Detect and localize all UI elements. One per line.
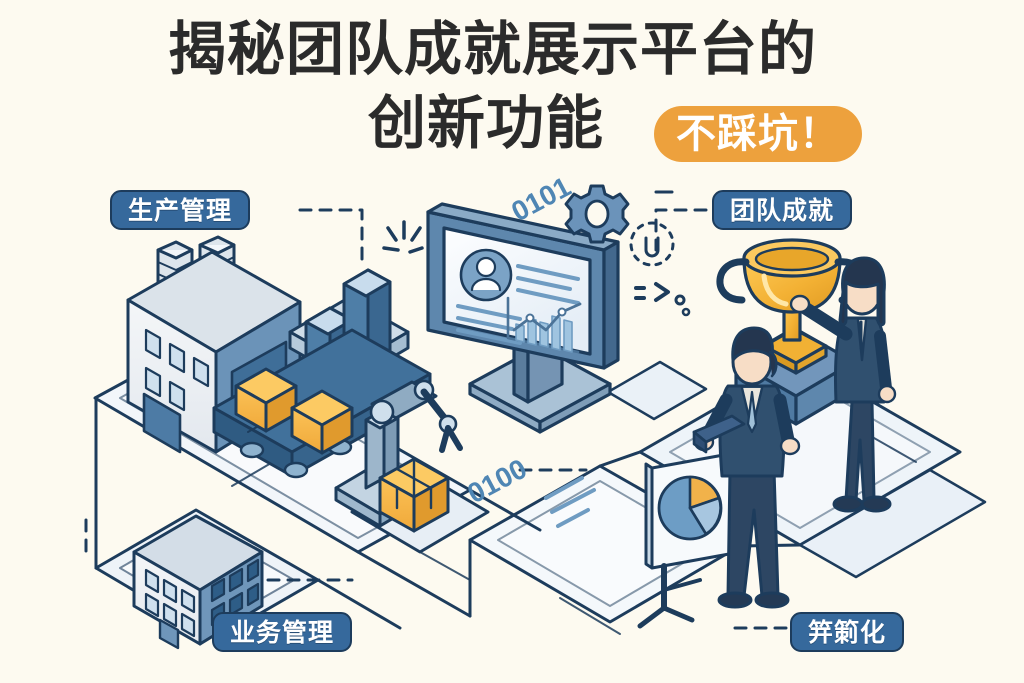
page-title-line-2: 创新功能 xyxy=(368,91,605,156)
title-badge: 不踩坑！ xyxy=(654,106,862,162)
connector-team xyxy=(654,208,708,252)
binary-label-0100: 0100 xyxy=(462,453,532,510)
woman-presenter xyxy=(789,256,897,513)
svg-text:0100: 0100 xyxy=(462,453,532,510)
parcel-box xyxy=(290,389,354,455)
node-label-strategy[interactable]: 笄箣化 xyxy=(790,612,905,652)
gear-icon xyxy=(564,184,630,244)
man-analyst xyxy=(692,326,801,609)
office-building xyxy=(132,514,264,650)
monitor xyxy=(426,202,620,434)
svg-text:0101: 0101 xyxy=(506,171,576,228)
node-label-team[interactable]: 团队成就 xyxy=(712,190,853,230)
binary-label-0101: 0101 xyxy=(506,171,576,228)
node-label-production[interactable]: 生产管理 xyxy=(110,190,251,230)
dashed-connectors xyxy=(84,208,788,630)
parcel-box xyxy=(378,457,450,533)
spark-icon xyxy=(382,220,424,254)
easel-pie-chart xyxy=(637,450,742,629)
tech-marks xyxy=(629,190,691,317)
connector-production xyxy=(298,208,364,270)
page-title-line-1: 揭秘团队成就展示平台的 xyxy=(168,17,818,82)
pie-chart xyxy=(657,475,723,541)
node-label-business[interactable]: 业务管理 xyxy=(212,612,353,652)
parcel-box xyxy=(234,367,298,433)
document-lines xyxy=(544,476,596,528)
